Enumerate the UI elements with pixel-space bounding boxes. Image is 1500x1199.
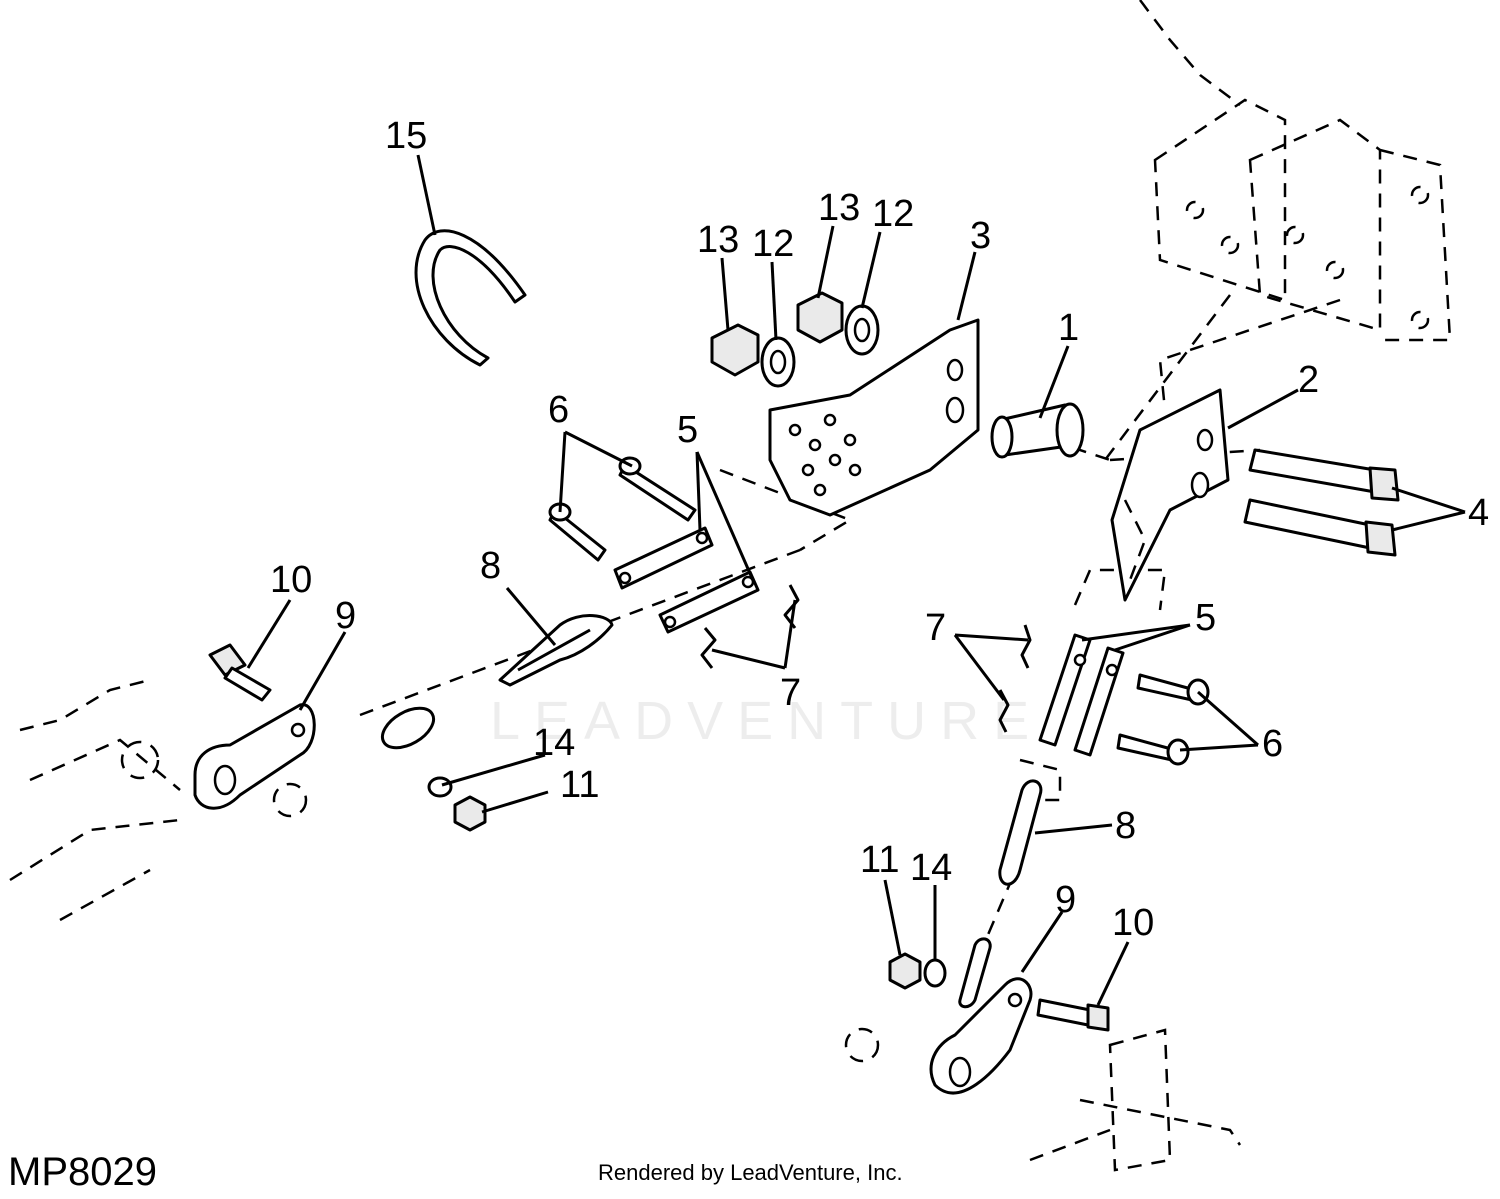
callout-15: 15 [385,115,427,157]
left-chain-assembly [193,456,800,832]
right-chain-assembly [888,624,1210,1095]
callout-14: 14 [910,847,952,889]
callout-10: 10 [270,559,312,601]
callout-9: 9 [1055,879,1076,921]
callout-5: 5 [677,409,698,451]
nuts-washers-top [710,291,880,388]
part-4-bolts [1243,448,1400,557]
watermark: LEADVENTURE [490,691,1044,751]
callout-10: 10 [1112,902,1154,944]
part-2-bracket-plate [1110,388,1230,602]
callout-11: 11 [560,764,599,806]
tractor-mount-ghost [1104,0,1452,461]
left-frame-ghost [9,678,308,922]
callout-3: 3 [970,215,991,257]
bottom-right-frame-ghost [844,1027,1242,1172]
part-15-clamp-band [414,229,527,367]
callout-12: 12 [752,223,794,265]
part-1-spacer-tube [990,402,1085,459]
callout-2: 2 [1298,359,1319,401]
callout-6: 6 [548,389,569,431]
callout-6: 6 [1262,723,1283,765]
callout-11: 11 [860,839,899,881]
callout-8: 8 [480,545,501,587]
callout-4: 4 [1468,492,1489,534]
footer-credit: Rendered by LeadVenture, Inc. [598,1160,903,1185]
callout-labels: 15 13 12 13 12 3 1 2 4 6 5 8 7 10 9 14 1… [270,115,1489,944]
callout-5: 5 [1195,597,1216,639]
callout-9: 9 [335,595,356,637]
callout-7: 7 [925,607,946,649]
leader-lines [246,154,1466,1006]
callout-12: 12 [872,193,914,235]
callout-13: 13 [697,219,739,261]
part-3-mounting-plate [768,318,980,517]
callout-1: 1 [1058,307,1079,349]
callout-13: 13 [818,187,860,229]
callout-14: 14 [533,722,575,764]
diagram-code: MP8029 [8,1150,157,1194]
callout-8: 8 [1115,805,1136,847]
callout-7: 7 [780,672,801,714]
